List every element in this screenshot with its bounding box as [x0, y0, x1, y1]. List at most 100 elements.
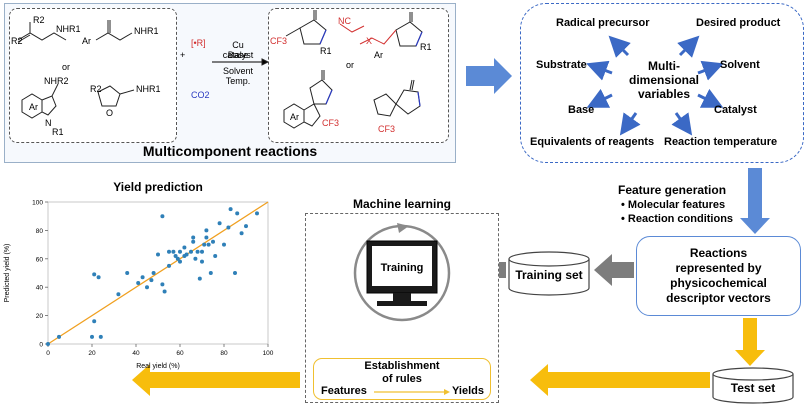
scatter-point — [160, 214, 165, 219]
scatter-point — [239, 231, 244, 236]
condition-catalyst: Cu catalyst — [222, 40, 254, 60]
arrow-to-training-set — [594, 254, 634, 286]
label-x: X — [366, 36, 373, 46]
scatter-point — [90, 334, 94, 339]
arrow-to-variables — [466, 58, 512, 94]
scatter-point — [151, 271, 156, 275]
label-nhr1-c: NHR1 — [136, 84, 161, 94]
label-r2: R2 — [33, 15, 45, 25]
multicomponent-title: Multicomponent reactions — [142, 143, 318, 159]
scatter-point — [145, 285, 149, 290]
y-axis-label: Predicted yield (%) — [4, 244, 11, 303]
arrow-to-test-set — [735, 318, 765, 366]
scatter-point — [184, 252, 189, 257]
training-set-cylinder — [508, 251, 590, 296]
scatter-point — [116, 292, 121, 297]
chemistry-drawings — [17, 10, 423, 129]
y-tick-label: 20 — [36, 313, 44, 320]
training-set-label: Training set — [515, 268, 583, 282]
scatter-point — [226, 225, 231, 230]
machine-learning-title: Machine learning — [352, 197, 452, 211]
radical-reagent: [•R] — [191, 38, 206, 48]
scatter-point — [178, 249, 182, 254]
label-ar-b: Ar — [29, 102, 38, 112]
alkene-chain — [17, 32, 67, 41]
var-desired-product: Desired product — [696, 17, 781, 29]
scatter-point — [92, 319, 97, 324]
y-tick-label: 40 — [36, 285, 44, 292]
scatter-point — [173, 253, 178, 258]
furan-ring — [97, 85, 121, 107]
data-points — [46, 207, 259, 346]
scatter-point — [191, 239, 196, 244]
training-label: Training — [380, 262, 424, 274]
label-r1-p: R1 — [320, 46, 332, 56]
scatter-point — [193, 256, 198, 261]
scatter-point — [96, 275, 101, 280]
var-catalyst: Catalyst — [714, 104, 757, 116]
feature-item-conditions: • Reaction conditions — [621, 213, 734, 225]
label-o: O — [106, 108, 114, 118]
scatter-point — [57, 334, 61, 339]
label-r2-b: R2 — [11, 36, 23, 46]
var-radical-precursor: Radical precursor — [556, 17, 650, 29]
label-nhr1-b: NHR1 — [134, 26, 159, 36]
variables-center-label: Multi- dimensional variables — [628, 59, 699, 101]
arrow-test-to-rules — [530, 364, 710, 396]
rules-label: Establishment of rules — [364, 360, 440, 385]
scatter-point — [140, 275, 145, 280]
scatter-point — [162, 289, 167, 294]
scatter-point — [191, 235, 196, 240]
label-ar-p2: Ar — [290, 112, 299, 122]
x-axis-label: Real yield (%) — [136, 363, 180, 370]
reactions-descriptor-box: Reactions represented by physicochemical… — [636, 236, 801, 316]
fit-line — [47, 201, 269, 345]
scatter-point — [46, 342, 50, 346]
training-monitor-graphic — [353, 223, 451, 322]
label-nhr2: NHR2 — [44, 76, 69, 86]
features-to-yields-arrow — [374, 389, 450, 395]
scatter-point — [189, 249, 193, 254]
scatter-point — [171, 249, 176, 254]
y-tick-label: 80 — [36, 228, 44, 235]
test-set-cylinder — [712, 367, 794, 404]
scatter-point — [92, 272, 97, 277]
x-tick-label: 60 — [176, 350, 184, 357]
feature-item-molecular: • Molecular features — [621, 199, 726, 211]
x-tick-label: 80 — [220, 350, 228, 357]
features-label: Features — [321, 385, 367, 397]
scatter-point — [213, 253, 218, 258]
yields-label: Yields — [452, 385, 484, 397]
scatter-point — [178, 259, 182, 264]
condition-solvent: Solvent — [222, 66, 254, 76]
scatter-point — [202, 242, 207, 247]
scatter-point — [204, 235, 209, 240]
variables-panel — [520, 3, 804, 163]
x-tick-label: 100 — [263, 350, 274, 357]
y-tick-label: 100 — [32, 200, 43, 207]
scatter-point — [149, 278, 154, 283]
scatter-point — [182, 245, 187, 250]
label-n: N — [45, 118, 52, 128]
scatter-point — [136, 280, 141, 285]
scatter-point — [208, 271, 213, 275]
var-substrate: Substrate — [536, 59, 587, 71]
scatter-point — [156, 252, 160, 257]
co2-reagent: CO2 — [191, 90, 210, 100]
scatter-point — [233, 271, 237, 275]
scatter-point — [211, 239, 215, 244]
alkene-chain-2 — [95, 32, 133, 41]
or-label-1: or — [62, 62, 71, 72]
scatter-point — [228, 207, 233, 212]
condition-temp: Temp. — [225, 76, 251, 86]
scatter-point — [244, 224, 248, 229]
label-cf3: CF3 — [270, 36, 288, 46]
scatter-point — [167, 263, 171, 268]
y-tick-label: 60 — [36, 256, 44, 263]
scatter-point — [255, 211, 259, 216]
scatter-point — [160, 282, 165, 287]
feature-generation-title: Feature generation — [618, 183, 727, 197]
x-tick-label: 40 — [132, 350, 140, 357]
